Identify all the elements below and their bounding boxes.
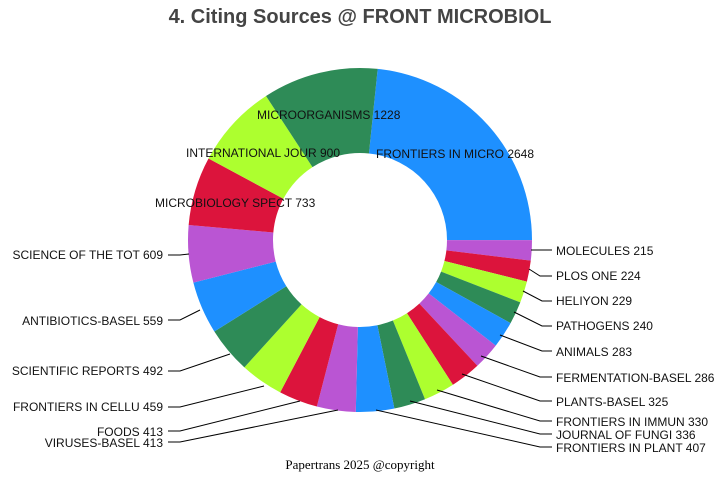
leader-line bbox=[168, 309, 201, 321]
slice-pathogens bbox=[436, 271, 521, 324]
leader-line bbox=[499, 334, 552, 352]
slice-label: MOLECULES 215 bbox=[556, 244, 654, 258]
slice-label: PLANTS-BASEL 325 bbox=[556, 395, 669, 409]
slice-label: FOODS 413 bbox=[97, 425, 163, 439]
slice-fermentation-basel bbox=[419, 293, 496, 366]
leader-line bbox=[528, 268, 552, 277]
donut-slices bbox=[188, 67, 532, 412]
slice-foods bbox=[280, 317, 339, 407]
slice-label: ANTIBIOTICS-BASEL 559 bbox=[22, 314, 163, 328]
slice-label: FRONTIERS IN MICRO 2648 bbox=[376, 147, 534, 161]
leader-line bbox=[168, 353, 231, 372]
leader-line bbox=[480, 355, 552, 378]
slice-science-of-the-tot bbox=[188, 225, 276, 283]
leader-line bbox=[513, 311, 552, 327]
slice-international-jour bbox=[208, 95, 313, 199]
slice-plants-basel bbox=[406, 303, 478, 385]
slice-label: MICROORGANISMS 1228 bbox=[257, 108, 401, 122]
leader-line bbox=[168, 409, 339, 443]
leader-lines bbox=[168, 249, 552, 448]
slice-journal-of-fungi bbox=[377, 320, 426, 409]
slice-label: FRONTIERS IN IMMUN 330 bbox=[556, 415, 708, 429]
slice-label: JOURNAL OF FUNGI 336 bbox=[556, 428, 696, 442]
leader-line bbox=[461, 373, 552, 402]
slice-label: PLOS ONE 224 bbox=[556, 269, 641, 283]
slice-scientific-reports bbox=[214, 286, 302, 368]
leader-line bbox=[168, 385, 265, 408]
slice-label: FRONTIERS IN CELLU 459 bbox=[13, 400, 163, 414]
leader-line bbox=[168, 400, 301, 432]
slice-label: INTERNATIONAL JOUR 900 bbox=[186, 146, 340, 160]
slice-frontiers-in-plant bbox=[355, 325, 395, 412]
slice-frontiers-in-micro bbox=[368, 68, 532, 241]
slice-label: SCIENTIFIC REPORTS 492 bbox=[12, 364, 163, 378]
slice-frontiers-in-cellu bbox=[244, 304, 320, 393]
slice-label: FERMENTATION-BASEL 286 bbox=[556, 371, 715, 385]
slice-microbiology-spect bbox=[188, 158, 284, 233]
copyright-footer: Papertrans 2025 @copyright bbox=[285, 457, 435, 472]
leader-line bbox=[375, 409, 552, 448]
slice-plos-one bbox=[444, 250, 531, 282]
slice-molecules bbox=[446, 240, 532, 261]
slice-label: ANIMALS 283 bbox=[556, 345, 632, 359]
slice-label: VIRUSES-BASEL 413 bbox=[45, 436, 164, 450]
slice-label: SCIENCE OF THE TOT 609 bbox=[13, 248, 164, 262]
slice-viruses-basel bbox=[316, 324, 358, 412]
leader-line bbox=[168, 253, 190, 256]
slice-heliyon bbox=[441, 261, 527, 303]
slice-animals bbox=[428, 282, 511, 346]
leader-line bbox=[522, 290, 552, 302]
chart-title: 4. Citing Sources @ FRONT MICROBIOL bbox=[168, 6, 552, 28]
slice-label: PATHOGENS 240 bbox=[556, 319, 653, 333]
leader-line bbox=[409, 400, 552, 435]
slice-antibiotics-basel bbox=[193, 261, 287, 332]
leader-line bbox=[436, 389, 552, 422]
slice-microorganisms bbox=[266, 67, 378, 168]
slice-label: MICROBIOLOGY SPECT 733 bbox=[155, 196, 316, 210]
slice-label: FRONTIERS IN PLANT 407 bbox=[556, 441, 706, 455]
slice-frontiers-in-immun bbox=[392, 313, 453, 400]
slice-label: HELIYON 229 bbox=[556, 294, 632, 308]
